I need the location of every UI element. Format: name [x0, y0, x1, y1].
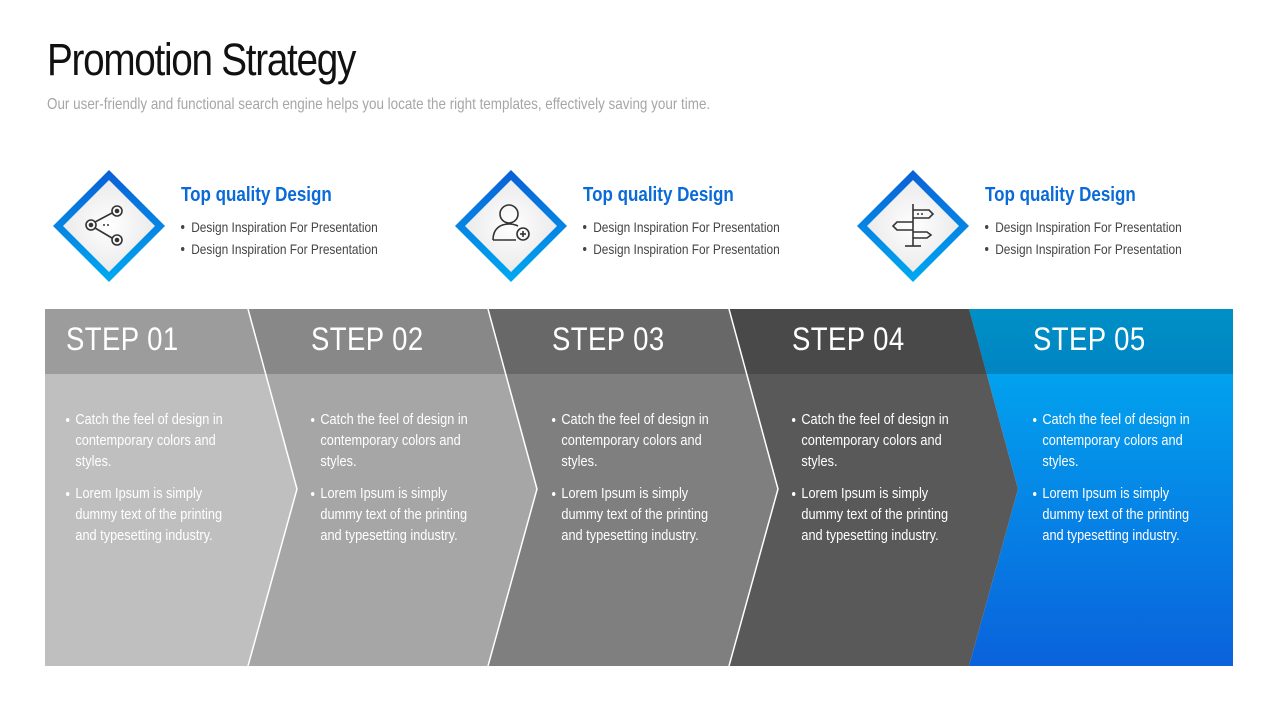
- steps-background: [45, 309, 1233, 666]
- feature-bullet: Design Inspiration For Presentation: [181, 216, 402, 238]
- feature-diamond: [453, 168, 569, 284]
- step-label: STEP 04: [792, 321, 905, 357]
- step-label: STEP 01: [66, 321, 179, 357]
- step-bullets: Catch the feel of design in contemporary…: [792, 409, 972, 557]
- step-bullet: Catch the feel of design in contemporary…: [66, 409, 245, 472]
- page-subtitle: Our user-friendly and functional search …: [47, 96, 711, 113]
- feature-bullet: Design Inspiration For Presentation: [583, 238, 804, 260]
- step-shape-2: [248, 309, 537, 666]
- step-bullet: Lorem Ipsum is simply dummy text of the …: [792, 483, 971, 546]
- step-bullet: Lorem Ipsum is simply dummy text of the …: [1033, 483, 1212, 546]
- step-bullets: Catch the feel of design in contemporary…: [552, 409, 732, 557]
- step-shape-3: [488, 309, 778, 666]
- feature-card: Top quality Design Design Inspiration Fo…: [453, 168, 833, 288]
- feature-card: Top quality Design Design Inspiration Fo…: [51, 168, 431, 288]
- steps-header-band: [45, 309, 1233, 374]
- share-nodes-icon: [85, 205, 123, 246]
- feature-title: Top quality Design: [181, 184, 332, 206]
- step-bullets: Catch the feel of design in contemporary…: [66, 409, 246, 557]
- step-bullets: Catch the feel of design in contemporary…: [1033, 409, 1213, 557]
- feature-diamond: [51, 168, 167, 284]
- step-separators: [247, 309, 779, 666]
- page-title: Promotion Strategy: [47, 34, 356, 85]
- step-bullet: Lorem Ipsum is simply dummy text of the …: [66, 483, 245, 546]
- signpost-icon: [891, 204, 935, 247]
- user-add-icon: [492, 204, 530, 241]
- step-shape-5: [969, 309, 1233, 666]
- feature-bullet: Design Inspiration For Presentation: [181, 238, 402, 260]
- feature-bullet: Design Inspiration For Presentation: [985, 238, 1206, 260]
- feature-bullet: Design Inspiration For Presentation: [583, 216, 804, 238]
- step-bullet: Lorem Ipsum is simply dummy text of the …: [552, 483, 731, 546]
- feature-bullet: Design Inspiration For Presentation: [985, 216, 1206, 238]
- feature-diamond: [855, 168, 971, 284]
- step-shape-4: [729, 309, 1018, 666]
- feature-title: Top quality Design: [985, 184, 1136, 206]
- steps-process: STEP 01 STEP 02 STEP 03 STEP 04 STEP 05 …: [45, 309, 1233, 666]
- step-bullet: Catch the feel of design in contemporary…: [792, 409, 971, 472]
- step-bullets: Catch the feel of design in contemporary…: [311, 409, 491, 557]
- step-label: STEP 02: [311, 321, 424, 357]
- feature-title: Top quality Design: [583, 184, 734, 206]
- step-shape-1: [45, 309, 297, 666]
- step-bullet: Catch the feel of design in contemporary…: [552, 409, 731, 472]
- step-label: STEP 03: [552, 321, 665, 357]
- step-bullet: Lorem Ipsum is simply dummy text of the …: [311, 483, 490, 546]
- step-bullet: Catch the feel of design in contemporary…: [1033, 409, 1212, 472]
- step-label: STEP 05: [1033, 321, 1146, 357]
- feature-card: Top quality Design Design Inspiration Fo…: [855, 168, 1235, 288]
- step-bullet: Catch the feel of design in contemporary…: [311, 409, 490, 472]
